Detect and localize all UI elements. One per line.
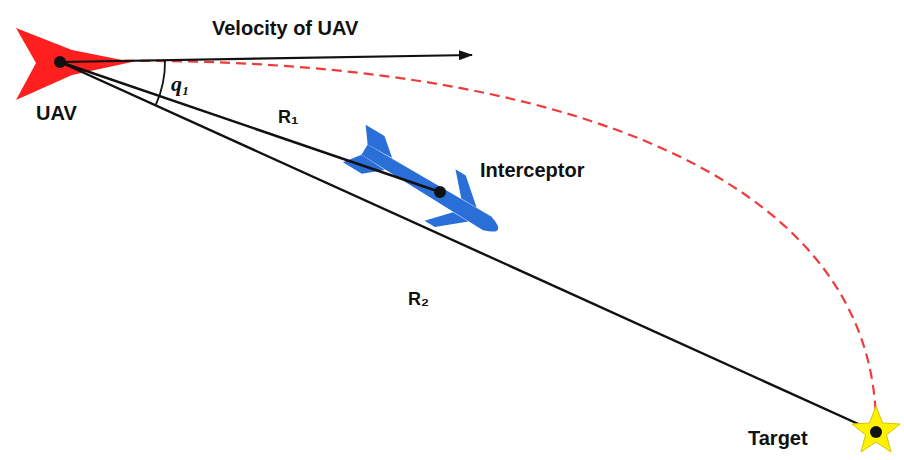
angle-label: q₁ bbox=[171, 72, 190, 96]
target-star bbox=[852, 406, 900, 452]
uav-dot bbox=[54, 56, 66, 68]
trajectory-curve bbox=[60, 61, 876, 432]
distance-label: R₁ bbox=[278, 108, 298, 128]
velocity-arrow bbox=[60, 55, 472, 62]
interceptor-dot bbox=[434, 186, 446, 198]
target-dot bbox=[870, 426, 882, 438]
vehicle-label: UAV bbox=[36, 102, 77, 124]
los-line-r1 bbox=[60, 62, 440, 192]
distance-label: R₂ bbox=[408, 290, 429, 310]
uav-symbol bbox=[16, 28, 132, 100]
vehicle-label: Interceptor bbox=[480, 159, 584, 181]
los-line-r2 bbox=[60, 62, 876, 432]
target-label: Target bbox=[748, 427, 808, 449]
arrow-label: Velocity of UAV bbox=[212, 17, 358, 39]
